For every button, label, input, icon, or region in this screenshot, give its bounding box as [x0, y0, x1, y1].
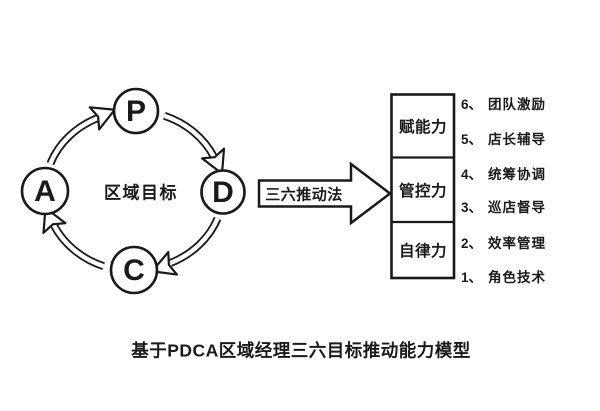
cycle-arc-a-to-p [46, 113, 101, 166]
list-item-5: 5、 店长辅导 [461, 129, 546, 147]
capability-cell-funeng: 赋能力 [398, 119, 448, 136]
push-method-block-arrow [257, 161, 393, 226]
cycle-arc-p-to-d [163, 112, 218, 159]
node-circle-d [200, 169, 246, 215]
list-item-number: 3、 [461, 200, 483, 215]
cycle-arrows [46, 112, 222, 270]
list-item-6: 6、 团队激励 [461, 94, 546, 112]
arrowhead-a-to-p-icon [88, 106, 116, 131]
list-item-label: 统筹协调 [488, 167, 546, 182]
cycle-center-label: 区域目标 [104, 183, 178, 203]
capability-box-frame [390, 93, 456, 280]
list-item-number: 2、 [461, 236, 483, 251]
list-item-number: 6、 [461, 97, 483, 112]
capability-cell-zilv: 自律力 [398, 243, 448, 260]
node-circle-a [20, 166, 70, 216]
list-item-label: 团队激励 [488, 97, 546, 112]
list-item-label: 巡店督导 [488, 200, 546, 215]
node-circle-p [112, 87, 160, 135]
list-item-number: 4、 [461, 167, 483, 182]
node-circle-c [109, 245, 159, 295]
capability-cell-guankong: 管控力 [398, 183, 448, 200]
list-item-number: 5、 [461, 132, 483, 147]
arrowhead-p-to-d-icon [200, 147, 226, 175]
pdca-node-circles [20, 87, 246, 295]
list-item-3: 3、 巡店督导 [461, 197, 546, 215]
list-item-label: 店长辅导 [488, 132, 546, 147]
list-item-number: 1、 [461, 270, 483, 285]
list-item-1: 1、 角色技术 [461, 267, 546, 285]
list-item-label: 效率管理 [488, 236, 546, 251]
list-item-2: 2、 效率管理 [461, 233, 546, 251]
node-letter-a: A [34, 175, 56, 208]
cycle-arc-c-to-a [49, 222, 105, 270]
diagram-caption: 基于PDCA区域经理三六目标推动能力模型 [131, 340, 471, 361]
push-arrow-label: 三六推动法 [265, 186, 343, 204]
node-letter-p: P [125, 95, 147, 128]
list-item-label: 角色技术 [488, 270, 546, 285]
cycle-arc-d-to-c [168, 216, 222, 267]
node-letter-c: C [123, 254, 145, 287]
node-letter-d: D [212, 176, 234, 209]
list-item-4: 4、 统筹协调 [461, 164, 546, 182]
